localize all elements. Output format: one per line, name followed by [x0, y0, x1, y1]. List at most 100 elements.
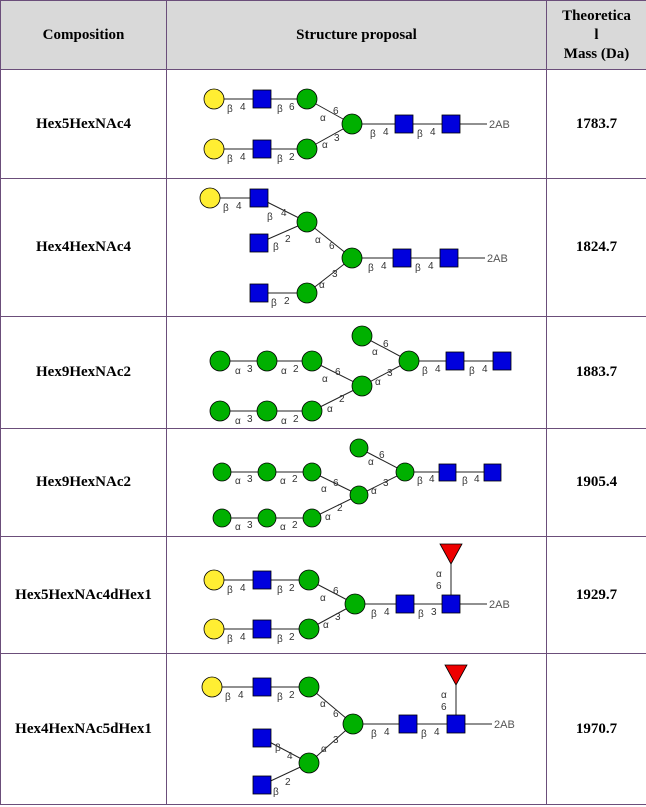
composition-cell: Hex9HexNAc2	[0, 428, 167, 537]
linkage-label: β	[371, 729, 377, 740]
linkage-label: α	[235, 522, 241, 533]
fucose-triangle-icon	[439, 543, 463, 565]
linkage-label: α	[375, 377, 381, 388]
linkage-label: 2	[285, 234, 291, 245]
linkage-label: 3	[333, 735, 339, 746]
galactose-circle-icon	[203, 138, 225, 159]
linkage-label: α	[280, 476, 286, 487]
hexnac-square-icon	[439, 248, 459, 267]
linkage-label: 4	[240, 632, 246, 643]
linkage-label: α	[281, 366, 287, 377]
hexnac-square-icon	[252, 775, 272, 794]
hexose-circle-icon	[302, 508, 322, 527]
hexose-circle-icon	[351, 325, 373, 346]
linkage-label: α	[371, 486, 377, 497]
mass-header-line3: Mass (Da)	[563, 45, 630, 62]
linkage-label: α	[322, 140, 328, 151]
linkage-label: α	[320, 593, 326, 604]
linkage-label: β	[227, 634, 233, 645]
linkage-label: 2	[284, 296, 290, 307]
linkage-label: α	[368, 457, 374, 468]
structure-cell: β 4 β 2 α 6 β 4 β 2 α 3 β 4 β 3 α	[166, 536, 547, 654]
linkage-label: 3	[387, 368, 393, 379]
mass-header-line2: l	[594, 26, 599, 43]
linkage-label: 4	[384, 607, 390, 618]
table-row: Hex9HexNAc2	[0, 316, 646, 429]
linkage-label: β	[271, 298, 277, 309]
reducing-end-label: 2AB	[494, 719, 515, 731]
hexnac-square-icon	[252, 139, 272, 158]
linkage-label: β	[277, 154, 283, 165]
composition-header: Composition	[0, 0, 167, 70]
hexose-circle-icon	[257, 462, 277, 481]
linkage-label: 3	[431, 607, 437, 618]
hexose-circle-icon	[296, 138, 318, 159]
linkage-label: β	[277, 692, 283, 703]
glycan-structure-diagram: α 6 α 3 α 2 α 6 α 3 α 2 α 3 α 2 β	[209, 325, 512, 427]
hexnac-square-icon	[249, 233, 269, 252]
structure-cell: β 4 β 6 α 6 β 4 β 2 α 3 β 4 β 4 2AB	[166, 69, 547, 179]
hexnac-square-icon	[441, 594, 461, 613]
linkage-label: 4	[287, 751, 293, 762]
hexose-circle-icon	[395, 462, 415, 481]
mass-cell: 1783.7	[546, 69, 646, 179]
linkage-label: 4	[240, 152, 246, 163]
glycan-structure-diagram: β 4 β 4 β 2 α 6 β 2 α 3 β 4 β 4 2AB	[199, 187, 508, 309]
galactose-circle-icon	[201, 676, 223, 697]
hexnac-square-icon	[252, 728, 272, 747]
linkage-label: α	[372, 347, 378, 358]
linkage-label: 3	[335, 612, 341, 623]
hexnac-square-icon	[392, 248, 412, 267]
linkage-label: 4	[434, 727, 440, 738]
hexose-circle-icon	[349, 438, 369, 457]
glycan-structure-diagram: β 4 β 2 α 6 β 4 β 2 α 3 β 4 β 4 α	[201, 664, 515, 798]
linkage-label: β	[277, 104, 283, 115]
linkage-label: 4	[429, 474, 435, 485]
linkage-label: 4	[428, 261, 434, 272]
linkage-label: 4	[383, 127, 389, 138]
linkage-label: 6	[383, 339, 389, 350]
linkage-label: β	[417, 476, 423, 487]
linkage-label: α	[235, 416, 241, 427]
table-row: Hex4HexNAc5dHex1	[0, 653, 646, 805]
linkage-label: α	[281, 416, 287, 427]
hexnac-square-icon	[252, 570, 272, 589]
linkage-label: 4	[240, 102, 246, 113]
linkage-label: β	[227, 104, 233, 115]
linkage-label: β	[275, 743, 281, 754]
hexnac-square-icon	[249, 188, 269, 207]
hexose-circle-icon	[296, 211, 318, 232]
linkage-label: α	[320, 699, 326, 710]
linkage-label: β	[417, 129, 423, 140]
structure-header: Structure proposal	[166, 0, 547, 70]
hexose-circle-icon	[298, 752, 320, 773]
linkage-label: α	[325, 512, 331, 523]
mass-cell: 1824.7	[546, 178, 646, 317]
structure-cell: β 4 β 4 β 2 α 6 β 2 α 3 β 4 β 4 2AB	[166, 178, 547, 317]
hexose-circle-icon	[212, 508, 232, 527]
composition-cell: Hex4HexNAc4	[0, 178, 167, 317]
linkage-label: 2	[289, 583, 295, 594]
linkage-label: β	[223, 203, 229, 214]
galactose-circle-icon	[203, 569, 225, 590]
linkage-label: α	[327, 404, 333, 415]
hexose-circle-icon	[301, 350, 323, 371]
linkage-label: α	[321, 484, 327, 495]
hexnac-square-icon	[438, 463, 457, 481]
linkage-label: 4	[430, 127, 436, 138]
linkage-label: 2	[289, 632, 295, 643]
linkage-label: β	[227, 154, 233, 165]
linkage-label: 3	[247, 520, 253, 531]
hexose-circle-icon	[341, 113, 363, 134]
mass-cell: 1929.7	[546, 536, 646, 654]
linkage-label: β	[273, 787, 279, 798]
linkage-label: 2	[292, 474, 298, 485]
hexnac-square-icon	[492, 351, 512, 370]
linkage-label: α	[441, 690, 447, 701]
linkage-label: 6	[333, 106, 339, 117]
reducing-end-label: 2AB	[489, 119, 510, 131]
linkage-label: 6	[333, 586, 339, 597]
linkage-label: α	[280, 522, 286, 533]
linkage-label: 3	[247, 474, 253, 485]
